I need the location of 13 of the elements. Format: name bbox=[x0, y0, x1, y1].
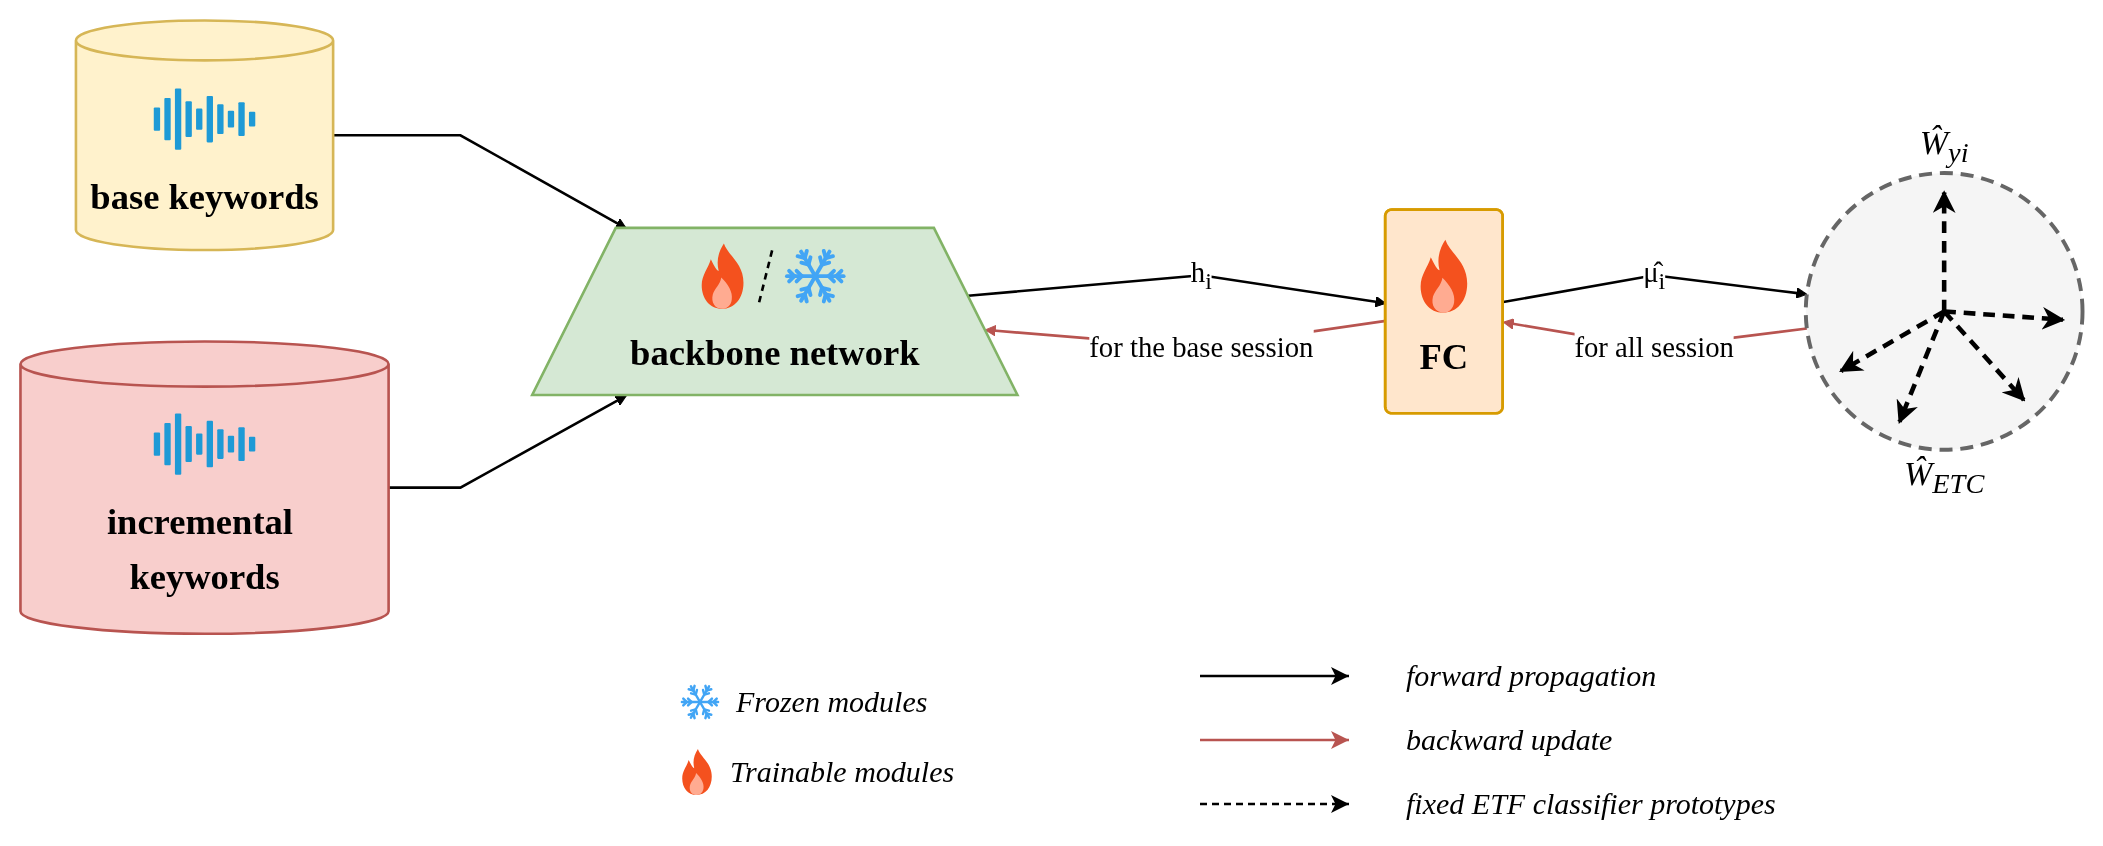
symbol-label: Ŵ$_{ETC}$ bbox=[1904, 453, 1985, 501]
arrow bbox=[333, 133, 627, 229]
symbol-label: Ŵ$_{yi}$ bbox=[1919, 122, 1969, 170]
legend-label: backward update bbox=[1406, 722, 1613, 758]
edge-label: for all session bbox=[1574, 331, 1734, 364]
legend-label: forward propagation bbox=[1406, 658, 1657, 694]
edge-label: h$_{i}$ bbox=[1190, 255, 1212, 294]
edge-label: μ̂$_{i}$ bbox=[1643, 255, 1666, 294]
arrow bbox=[388, 395, 627, 489]
legend-label: Frozen modules bbox=[736, 684, 928, 720]
legend-label: fixed ETF classifier prototypes bbox=[1406, 786, 1776, 822]
legend-label: Trainable modules bbox=[730, 754, 955, 790]
edge-label: for the base session bbox=[1089, 331, 1314, 364]
